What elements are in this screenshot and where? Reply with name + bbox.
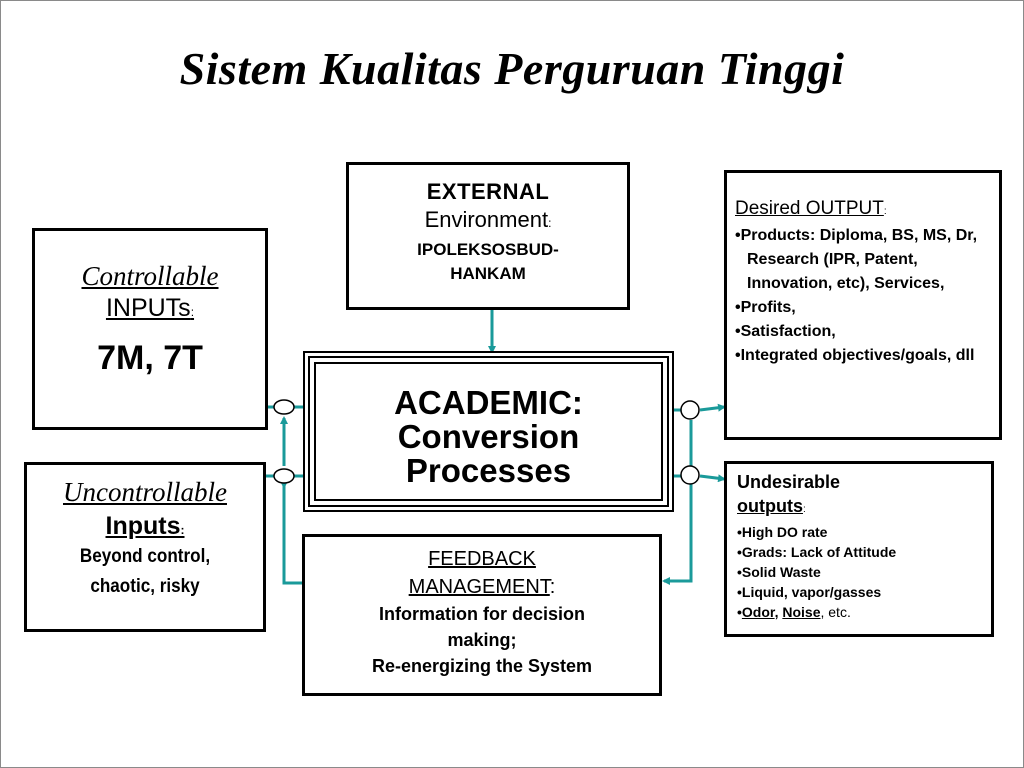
controllable-inputs-heading: INPUTs: (105, 294, 195, 322)
desired-output-item: •Profits, (735, 299, 796, 316)
junction-node-undesired (680, 465, 700, 485)
external-desc-2: HANKAM (450, 264, 526, 283)
undesirable-output-item: •Solid Waste (737, 564, 821, 580)
node-to-desired-arrow (699, 403, 726, 412)
desired-output-heading: Desired OUTPUT: (735, 198, 887, 219)
feedback-desc-2: making; (447, 630, 517, 650)
external-environment-box: EXTERNAL Environment: IPOLEKSOSBUD- HANK… (346, 162, 630, 310)
external-environment-label: Environment: (424, 207, 552, 232)
academic-content: ACADEMIC: Conversion Processes (314, 362, 663, 501)
controllable-label: Controllable (81, 261, 219, 291)
desired-output-item: •Products: Diploma, BS, MS, Dr, Research… (735, 227, 978, 292)
feedback-heading: FEEDBACK (428, 548, 536, 570)
uncontrollable-inputs-heading: Inputs: (105, 512, 185, 540)
undesirable-output-item: •High DO rate (737, 524, 828, 540)
feedback-management-box: FEEDBACK MANAGEMENT: Information for dec… (302, 534, 662, 696)
controllable-inputs-value: 7M, 7T (97, 339, 203, 377)
slide-title: Sistem Kualitas Perguruan Tinggi (179, 43, 845, 94)
undesirable-output-item: •Grads: Lack of Attitude (737, 544, 897, 560)
uncontrollable-desc-2: chaotic, risky (90, 576, 200, 597)
feedback-management-label: MANAGEMENT: (408, 576, 556, 598)
academic-line-3: Processes (405, 452, 572, 489)
undesirable-output-list: •High DO rate •Grads: Lack of Attitude •… (737, 522, 985, 622)
undesirable-output-item-last: •Odor, Noise, etc. (737, 604, 851, 620)
uncontrollable-label: Uncontrollable (63, 477, 227, 507)
academic-line-2: Conversion (397, 418, 580, 455)
external-heading: EXTERNAL (426, 179, 550, 204)
academic-inner-border (308, 356, 669, 507)
undesirable-heading-2: outputs: (737, 496, 806, 516)
junction-node-uncontrollable (273, 468, 295, 484)
feedback-desc-1: Information for decision (378, 604, 585, 624)
feedback-left-loop (282, 486, 302, 585)
undesirable-outputs-box: Undesirable outputs: •High DO rate •Grad… (724, 461, 994, 637)
desired-output-box: Desired OUTPUT: •Products: Diploma, BS, … (724, 170, 1002, 440)
junction-node-controllable (273, 399, 295, 415)
junction-node-desired (680, 400, 700, 420)
undesirable-heading-1: Undesirable (737, 472, 841, 492)
uncontrollable-desc-1: Beyond control, (79, 546, 211, 567)
external-desc-1: IPOLEKSOSBUD- (417, 240, 559, 259)
controllable-inputs-box: Controllable INPUTs: 7M, 7T (32, 228, 268, 430)
desired-output-item: •Integrated objectives/goals, dll (735, 347, 975, 364)
feedback-left-arrowhead (662, 577, 670, 585)
undesirable-output-item: •Liquid, vapor/gasses (737, 584, 882, 600)
academic-conversion-box: ACADEMIC: Conversion Processes (303, 351, 674, 512)
desired-output-item: •Satisfaction, (735, 323, 836, 340)
uncontrollable-inputs-box: Uncontrollable Inputs: Beyond control, c… (24, 462, 266, 632)
academic-line-1: ACADEMIC: (394, 384, 583, 421)
node-to-undesired-arrow (699, 474, 726, 483)
desired-output-list: •Products: Diploma, BS, MS, Dr, Research… (735, 224, 993, 368)
feedback-desc-3: Re-energizing the System (371, 656, 593, 676)
